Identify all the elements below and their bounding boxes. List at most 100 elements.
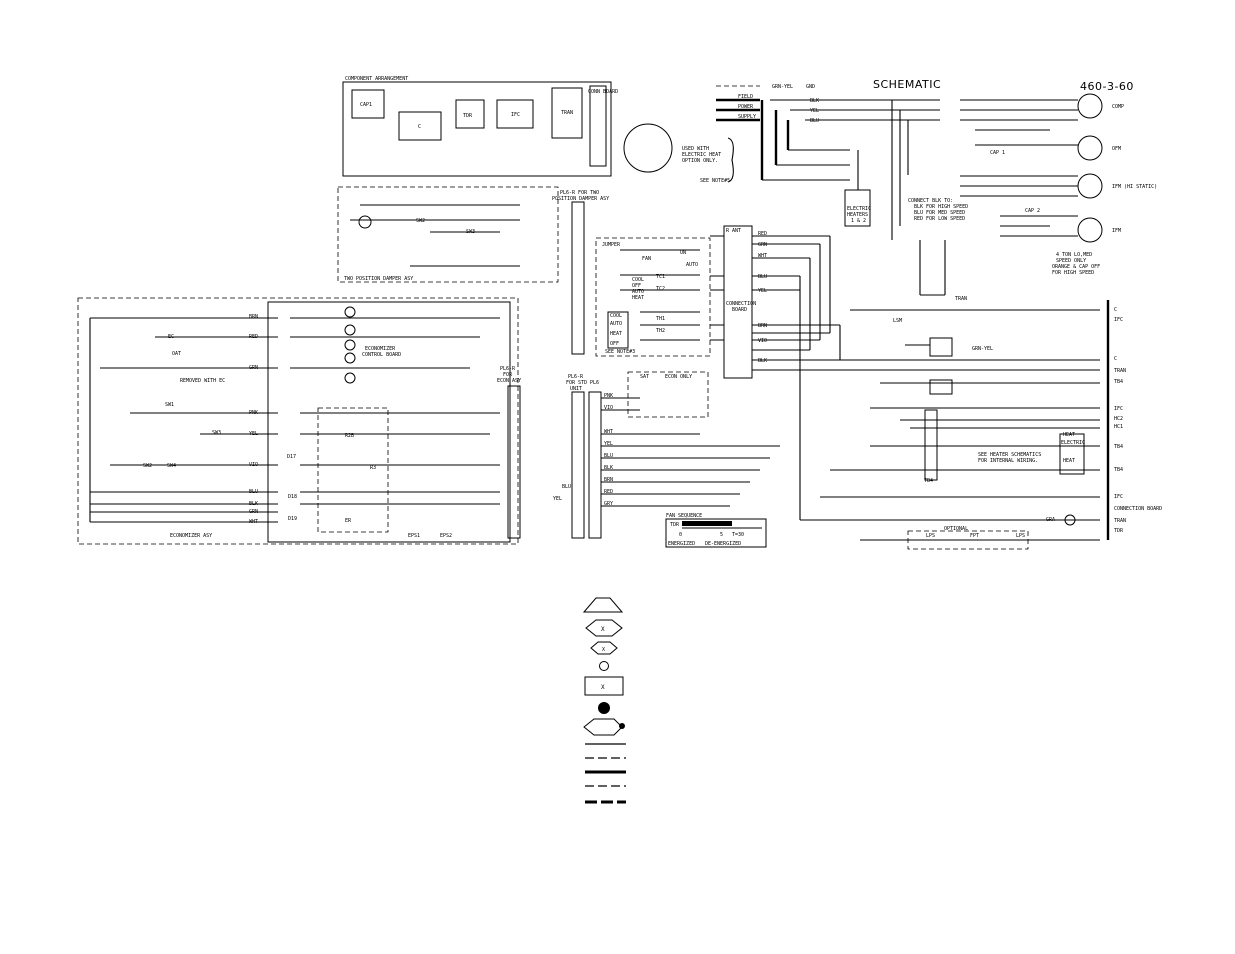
damper-plug-2: POSITION DAMPER ASY: [552, 196, 609, 202]
economizer: ECONOMIZER ASY ECONOMIZER CONTROL BOARD …: [77, 297, 521, 545]
removed-note: REMOVED WITH EC: [180, 378, 225, 384]
mode-off: OFF: [632, 283, 641, 289]
econ-wire-red: RED: [249, 334, 258, 340]
std-unit-plug: PL6-R FOR STD UNIT PL6 PNK VIO WHT YEL B…: [553, 371, 780, 539]
d17-label: D17: [287, 454, 296, 460]
economizer-heading: ECONOMIZER ASY: [170, 533, 212, 539]
econ-plug-1: PL6-R: [500, 366, 516, 372]
ifm-label: IFM: [1112, 228, 1121, 234]
heaters-line-3: 1 & 2: [851, 218, 866, 224]
conn-wire-4: BLU: [758, 274, 767, 280]
ifc-component: [496, 99, 534, 129]
connection-board: R ANT CONNECTION BOARD RED GRN WHT BLU Y…: [710, 225, 841, 520]
power-label: POWER: [738, 104, 754, 110]
tc1-label: TC1: [656, 274, 665, 280]
transformer-component: [551, 87, 583, 139]
damper-plug-1: PL6-R FOR TWO: [560, 190, 599, 196]
bus-label-7: HC2: [1114, 416, 1123, 422]
mode2-off: OFF: [610, 341, 619, 347]
conn-wire-8: BLK: [758, 358, 767, 364]
bus-label-3: C: [1114, 356, 1117, 362]
electric-heaters: ELECTRIC HEATERS 1 & 2: [844, 150, 871, 227]
blu-wire: BLU: [810, 118, 819, 124]
econ-wire-pnk: PNK: [249, 410, 258, 416]
optional-group: OPTIONAL LPS FPT LPS GRA: [860, 514, 1076, 550]
mode2-auto: AUTO: [610, 321, 622, 327]
damper-heading: TWO POSITION DAMPER ASY: [344, 276, 413, 282]
fan-seq-energized: ENERGIZED: [668, 541, 695, 547]
mode2-cool: COOL: [610, 313, 622, 319]
legend-x-2: X: [602, 647, 605, 653]
tdr-component: [455, 99, 485, 129]
econ-sw2-label: SW2: [143, 463, 152, 469]
transformer-label: TRAN: [561, 110, 573, 116]
heat-label-2: ELECTRIC: [1061, 440, 1085, 446]
tb4-block: TB4 SEE HEATER SCHEMATICS FOR INTERNAL W…: [924, 409, 1085, 484]
std-wire-9: GRY: [604, 501, 613, 507]
lps1-label: LPS: [926, 533, 935, 539]
blk-wire: BLK: [810, 98, 819, 104]
legend-splice-marked: [585, 619, 623, 637]
blank-circle: [623, 123, 673, 173]
conn-board-component: [589, 85, 607, 167]
yel-wire: YEL: [810, 108, 819, 114]
econ-wire-grn: GRN: [249, 365, 258, 371]
sw2-label: SW2: [416, 218, 425, 224]
tc2-label: TC2: [656, 286, 665, 292]
std-plug-3: UNIT: [570, 386, 582, 392]
bus-label-8: HC1: [1114, 424, 1123, 430]
field-label: FIELD: [738, 94, 753, 100]
bus-label-5: TB4: [1114, 379, 1123, 385]
bus-label-1: C: [1114, 307, 1117, 313]
heat-note-line-2: ELECTRIC HEAT: [682, 152, 721, 158]
th1-label: TH1: [656, 316, 665, 322]
fpt-label: FPT: [970, 533, 979, 539]
fan-seq-deenergized: DE-ENERGIZED: [705, 541, 741, 547]
ifm-note2-4: FOR HIGH SPEED: [1052, 270, 1094, 276]
ifm-hi-static-motor: [1077, 173, 1103, 199]
std-wire-7: BRN: [604, 477, 613, 483]
std-wire-4: YEL: [604, 441, 613, 447]
grn-yel-label: GRN-YEL: [972, 346, 993, 352]
std-wire-5: BLU: [604, 453, 613, 459]
d19-label: D19: [288, 516, 297, 522]
ifm-note-4: RED FOR LOW SPEED: [914, 216, 965, 222]
legend-splice: [598, 702, 610, 714]
right-bus: C IFC C TRAN TB4 IFC HC2 HC1 TB4 TB4 IFC…: [800, 300, 1162, 541]
oat-label: OAT: [172, 351, 181, 357]
tran-label: TRAN: [955, 296, 967, 302]
legend-terminal-block-marked: [582, 597, 624, 613]
econ-wire-blk: BLK: [249, 501, 258, 507]
legend-x-1: X: [601, 626, 605, 633]
cap1-label: CAP1: [360, 102, 372, 108]
bus-label-4: TRAN: [1114, 368, 1126, 374]
conn-board-label: CONN BOARD: [588, 89, 618, 95]
cap1-text: CAP 1: [990, 150, 1005, 156]
jumper-label: JUMPER: [602, 242, 621, 248]
econ-sw4-label: SW4: [167, 463, 176, 469]
conn-top-label: R ANT: [726, 228, 741, 234]
legend-splice-marked-dot: [583, 718, 623, 736]
comp-motor: [1077, 93, 1103, 119]
contactor-label: C: [418, 124, 421, 130]
contactor-and-motors: COMP OFM IFM (HI STATIC) IFM CAP 1 CAP 2…: [850, 93, 1157, 276]
heat-note-line-3: OPTION ONLY.: [682, 158, 718, 164]
gnd-label: GND: [806, 84, 815, 90]
cap1-component: [351, 89, 385, 119]
std-wire-3: WHT: [604, 429, 613, 435]
conn-wire-3: WHT: [758, 253, 767, 259]
cap2-text: CAP 2: [1025, 208, 1040, 214]
conn-wire-5: YEL: [758, 288, 767, 294]
fan-seq-tick-5: 5: [720, 532, 723, 538]
power-supply: FIELD POWER SUPPLY GRN-YEL GND BLK YEL B…: [716, 84, 850, 181]
std-wire-1: PNK: [604, 393, 613, 399]
legend-factory-splice-marked: [590, 641, 618, 655]
optional-heading: OPTIONAL: [944, 526, 968, 532]
mode-heat: HEAT: [632, 295, 644, 301]
econ-wire-brn: BRN: [249, 314, 258, 320]
econ-plug-3: ECON ASY: [497, 378, 521, 384]
conn-wire-7: VIO: [758, 338, 767, 344]
ifm-note2-2: SPEED ONLY: [1056, 258, 1086, 264]
econ-wire-yel: YEL: [249, 431, 258, 437]
